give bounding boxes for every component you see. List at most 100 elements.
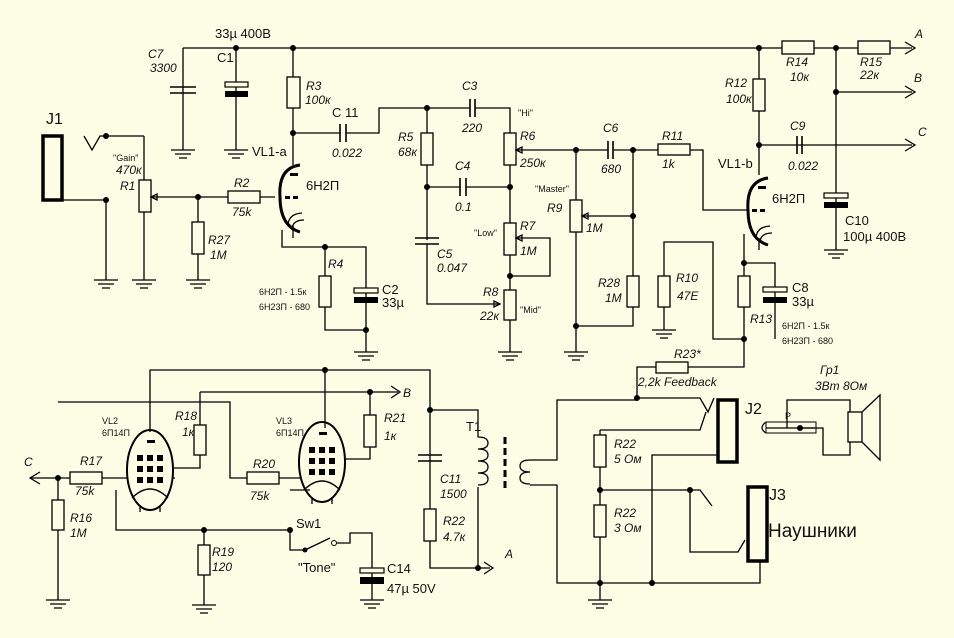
label-r8-ref: R8 xyxy=(483,285,499,299)
label-hi: "Hi" xyxy=(518,108,533,118)
label-r20-ref: R20 xyxy=(253,457,275,471)
label-r4-note1: 6Н2П - 1.5к xyxy=(259,287,306,297)
ground-icon xyxy=(354,351,378,361)
ground-icon xyxy=(224,149,248,159)
label-r20-val: 75k xyxy=(250,489,270,503)
label-r12-ref: R12 xyxy=(725,76,747,90)
ground-icon xyxy=(171,149,195,159)
label-sw1: Sw1 xyxy=(296,516,321,531)
label-r3-ref: R3 xyxy=(306,79,322,93)
net-arrows xyxy=(28,41,917,575)
label-vl1b-type: 6Н2П xyxy=(772,191,805,206)
label-r4-ref: R4 xyxy=(328,257,344,271)
label-c8-val: 33µ xyxy=(792,294,814,309)
pentode-vl3 xyxy=(298,421,346,504)
ground-icon xyxy=(192,604,216,614)
label-c8-ref: C8 xyxy=(792,280,809,295)
label-c10-val: 100µ 400В xyxy=(843,229,906,244)
label-c11-val: 1500 xyxy=(440,487,467,501)
label-in-b: B xyxy=(403,386,411,400)
label-r7-val: 1M xyxy=(520,244,537,258)
triode-vl1b xyxy=(746,176,773,250)
label-r13-note1: 6Н2П - 1.5к xyxy=(782,321,829,331)
label-c4-val: 0.1 xyxy=(455,200,472,214)
capacitors xyxy=(170,81,849,584)
label-r22a-val: 4.7к xyxy=(443,530,467,544)
ground-icon xyxy=(652,329,676,339)
label-out-c: C xyxy=(918,125,927,139)
ground-symbols xyxy=(46,149,848,614)
speaker-icon xyxy=(847,393,881,462)
label-c7-ref: C7 xyxy=(148,47,165,61)
resistors xyxy=(51,40,891,576)
label-vl1a: VL1-a xyxy=(252,144,287,159)
label-c11-ref: C11 xyxy=(440,472,461,486)
label-mid: "Mid" xyxy=(520,305,541,315)
label-r18-ref: R18 xyxy=(175,409,197,423)
label-r18-val: 1к xyxy=(182,425,196,439)
label-r23-val: 2,2k Feedback xyxy=(637,375,718,389)
ground-icon xyxy=(564,351,588,361)
label-r11-ref: R11 xyxy=(662,129,683,143)
label-master: "Master" xyxy=(535,184,569,194)
ground-icon xyxy=(824,249,848,259)
label-c6-ref: C6 xyxy=(603,121,619,135)
label-r9-ref: R9 xyxy=(547,201,563,215)
label-r2-val: 75k xyxy=(232,205,252,219)
label-c4-ref: C4 xyxy=(455,159,471,173)
label-r22c-ref: R22 xyxy=(614,506,636,520)
label-vl3: VL3 xyxy=(276,416,292,426)
label-vl1b: VL1-b xyxy=(718,156,753,171)
label-r10-val: 47E xyxy=(677,289,699,303)
label-r16-ref: R16 xyxy=(70,511,92,525)
label-c2-val: 33µ xyxy=(382,295,404,310)
label-r23-ref: R23* xyxy=(674,347,701,361)
label-r22b-val: 5 Ом xyxy=(614,452,642,466)
label-r15-val: 22к xyxy=(859,68,880,82)
label-r12-val: 100к xyxy=(726,92,753,106)
label-r6-ref: R6 xyxy=(520,129,536,143)
jack-j2[interactable] xyxy=(716,398,739,464)
label-headphones: Наушники xyxy=(768,521,857,542)
label-vl2: VL2 xyxy=(102,416,118,426)
jack-j1[interactable] xyxy=(41,134,64,202)
label-r13-ref: R13 xyxy=(750,312,772,326)
label-r5-ref: R5 xyxy=(398,130,414,144)
label-r9-val: 1M xyxy=(586,221,603,235)
label-c2-ref: C2 xyxy=(382,282,399,297)
label-r17-val: 75k xyxy=(75,484,95,498)
label-r14-val: 10к xyxy=(790,70,810,84)
label-gr1-val: 3Вт 8Ом xyxy=(815,379,867,393)
label-plug-p: P xyxy=(785,411,791,421)
label-r2-ref: R2 xyxy=(234,176,250,190)
label-in-a: A xyxy=(504,547,513,561)
label-tone: "Tone" xyxy=(298,560,336,575)
label-j1: J1 xyxy=(46,111,63,128)
ground-icon xyxy=(498,351,522,361)
ground-icon xyxy=(588,599,612,609)
label-r19-val: 120 xyxy=(212,560,232,574)
label-r22c-val: 3 Ом xyxy=(614,521,642,535)
label-in-c: C xyxy=(24,455,33,469)
label-c1-rating: 33µ 400В xyxy=(215,26,271,41)
jack-j3[interactable] xyxy=(746,485,769,563)
label-gain: "Gain" xyxy=(113,153,138,163)
label-c14-ref: C14 xyxy=(387,561,411,576)
label-out-b: B xyxy=(914,71,922,85)
label-r19-ref: R19 xyxy=(212,545,234,559)
label-r28-val: 1M xyxy=(605,291,622,305)
label-vl1a-type: 6Н2П xyxy=(306,178,339,193)
label-r11-val: 1k xyxy=(662,157,676,171)
label-vl3-type: 6П14П xyxy=(276,428,304,438)
tone-switch xyxy=(304,537,331,551)
transformer-t1 xyxy=(477,436,531,490)
label-r21-ref: R21 xyxy=(384,411,406,425)
label-c11a-val: 0.022 xyxy=(332,146,362,160)
label-r4-note2: 6Н23П - 680 xyxy=(259,302,310,312)
label-r5-val: 68к xyxy=(398,145,418,159)
label-r6-val: 250к xyxy=(519,156,547,170)
label-r28-ref: R28 xyxy=(598,276,620,290)
label-t1: T1 xyxy=(466,419,481,434)
